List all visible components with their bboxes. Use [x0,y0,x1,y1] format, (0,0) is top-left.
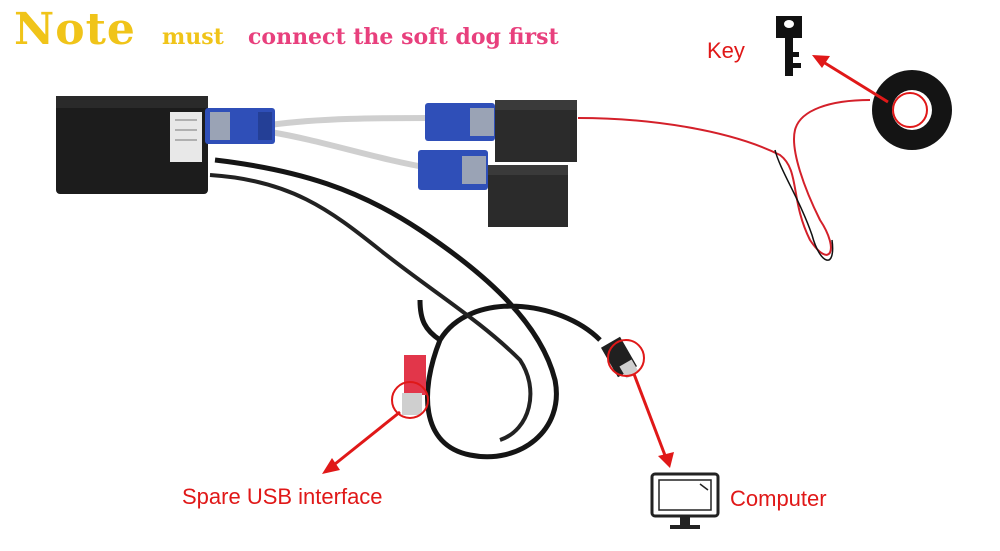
coil-wire [577,99,871,256]
note-heading: Note [14,4,136,55]
coil-wire-black [774,149,834,261]
white-y-cable-top [269,115,431,128]
vga-connector-top [425,100,577,162]
antenna-coil [872,70,952,150]
black-usb-cable [214,157,602,460]
main-interface-box [56,96,208,194]
spare-usb-plug [402,355,426,415]
computer-monitor-icon [650,472,720,529]
spare-usb-highlight [391,381,429,419]
computer-label: Computer [730,486,827,511]
white-y-cable-bottom [269,129,431,171]
key-icon [776,16,802,76]
black-usb-cable-loop [209,173,533,442]
computer-usb-highlight [607,339,645,377]
computer-usb-plug [600,336,639,379]
arrow-to-key [812,55,889,104]
arrow-to-spare-usb [322,410,401,474]
key-label: Key [707,38,745,63]
spare-usb-label: Spare USB interface [182,484,383,509]
note-must-text: must [162,24,224,50]
black-usb-cable-branch [417,299,442,343]
note-instruction-text: connect the soft dog first [248,24,559,50]
arrow-to-computer [632,373,674,468]
vga-plug-box [205,108,275,144]
vga-connector-bottom [418,150,568,227]
